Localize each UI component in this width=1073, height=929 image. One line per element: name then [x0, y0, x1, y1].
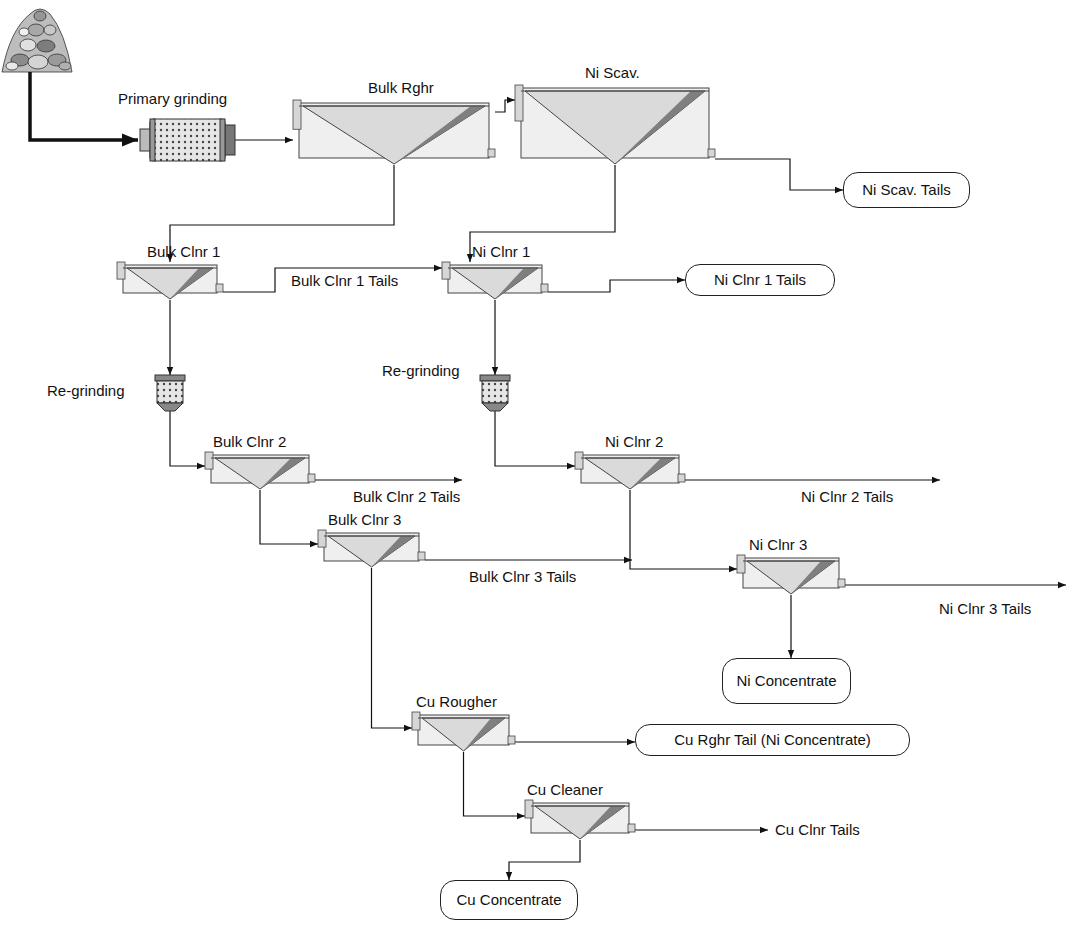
product-stream: Ni Clnr 1 Tails [685, 264, 835, 296]
unit-name: Primary grinding [118, 91, 227, 108]
flotation-cell: Ni Clnr 2 [575, 452, 685, 490]
tails-label: Cu Clnr Tails [774, 822, 861, 839]
flow-connector [260, 490, 318, 544]
flotation-cell: Cu Rougher [412, 712, 515, 752]
flow-connector [169, 300, 170, 375]
stream-name: Ni Scav. Tails [852, 182, 961, 199]
cell-shape [412, 712, 515, 752]
flotation-cell: Bulk Clnr 1 [117, 262, 223, 300]
cell-shape [293, 100, 495, 165]
flow-connector [790, 595, 791, 658]
mill-shape [155, 375, 185, 411]
unit-name: Ni Clnr 3 [749, 537, 807, 554]
cell-shape [575, 452, 685, 490]
unit-name: Re-grinding [47, 383, 125, 400]
tails-label: Bulk Clnr 2 Tails [352, 489, 461, 506]
flotation-cell: Bulk Clnr 3 [318, 530, 425, 568]
unit-name: Re-grinding [382, 363, 460, 380]
cell-shape [515, 85, 715, 165]
product-stream: Ni Scav. Tails [843, 172, 970, 208]
tails-label: Ni Clnr 3 Tails [938, 601, 1032, 618]
mill-shape [140, 115, 235, 165]
flotation-cell: Bulk Rghr [293, 100, 495, 165]
flow-connector [464, 752, 526, 816]
unit-name: Bulk Clnr 1 [147, 244, 220, 261]
flow-connector [515, 741, 635, 742]
stream-name: Cu Concentrate [446, 892, 571, 909]
unit-name: Ni Scav. [585, 65, 640, 82]
product-stream: Ni Concentrate [722, 658, 851, 704]
grinding-mill: Primary grinding [140, 115, 235, 165]
cell-shape [205, 452, 315, 490]
mill-shape [480, 375, 510, 411]
cell-shape [318, 530, 425, 568]
flow-connector [470, 165, 615, 262]
flow-connector [495, 411, 575, 466]
tails-label: Bulk Clnr 3 Tails [468, 569, 577, 586]
cell-shape [737, 555, 845, 595]
unit-name: Bulk Rghr [368, 80, 434, 97]
grinding-mill: Re-grinding [155, 375, 185, 411]
flotation-cell: Cu Cleaner [525, 800, 635, 840]
cell-shape [525, 800, 635, 840]
unit-name: Cu Rougher [416, 694, 497, 711]
unit-name: Cu Cleaner [527, 782, 603, 799]
flow-connector [372, 568, 413, 728]
flow-connector [495, 100, 515, 112]
flotation-cell: Ni Clnr 3 [737, 555, 845, 595]
unit-name: Ni Clnr 2 [605, 434, 663, 451]
product-stream: Cu Concentrate [440, 880, 578, 920]
product-stream: Cu Rghr Tail (Ni Concentrate) [635, 724, 910, 756]
stream-name: Cu Rghr Tail (Ni Concentrate) [664, 732, 880, 749]
grinding-mill: Re-grinding [480, 375, 510, 411]
stream-label: Bulk Clnr 1 Tails [290, 273, 399, 290]
unit-name: Bulk Clnr 3 [328, 512, 401, 529]
flotation-cell: Ni Clnr 1 [442, 262, 548, 300]
flow-connector [548, 280, 685, 292]
unit-name: Bulk Clnr 2 [213, 434, 286, 451]
ore-pile [2, 9, 72, 72]
flotation-cell: Ni Scav. [515, 85, 715, 165]
flow-connector [509, 840, 580, 880]
stream-name: Ni Clnr 1 Tails [704, 272, 816, 289]
flow-connector [235, 139, 293, 140]
cell-shape [442, 262, 548, 300]
flow-connector [223, 268, 442, 292]
flow-connector [630, 490, 737, 569]
flow-connector [715, 159, 843, 190]
stream-name: Ni Concentrate [726, 673, 846, 690]
flow-connector [494, 300, 495, 375]
flotation-cell: Bulk Clnr 2 [205, 452, 315, 490]
cell-shape [117, 262, 223, 300]
unit-name: Ni Clnr 1 [472, 244, 530, 261]
tails-label: Ni Clnr 2 Tails [800, 489, 894, 506]
tails-arrows [315, 480, 1066, 830]
flow-connector [170, 411, 205, 466]
